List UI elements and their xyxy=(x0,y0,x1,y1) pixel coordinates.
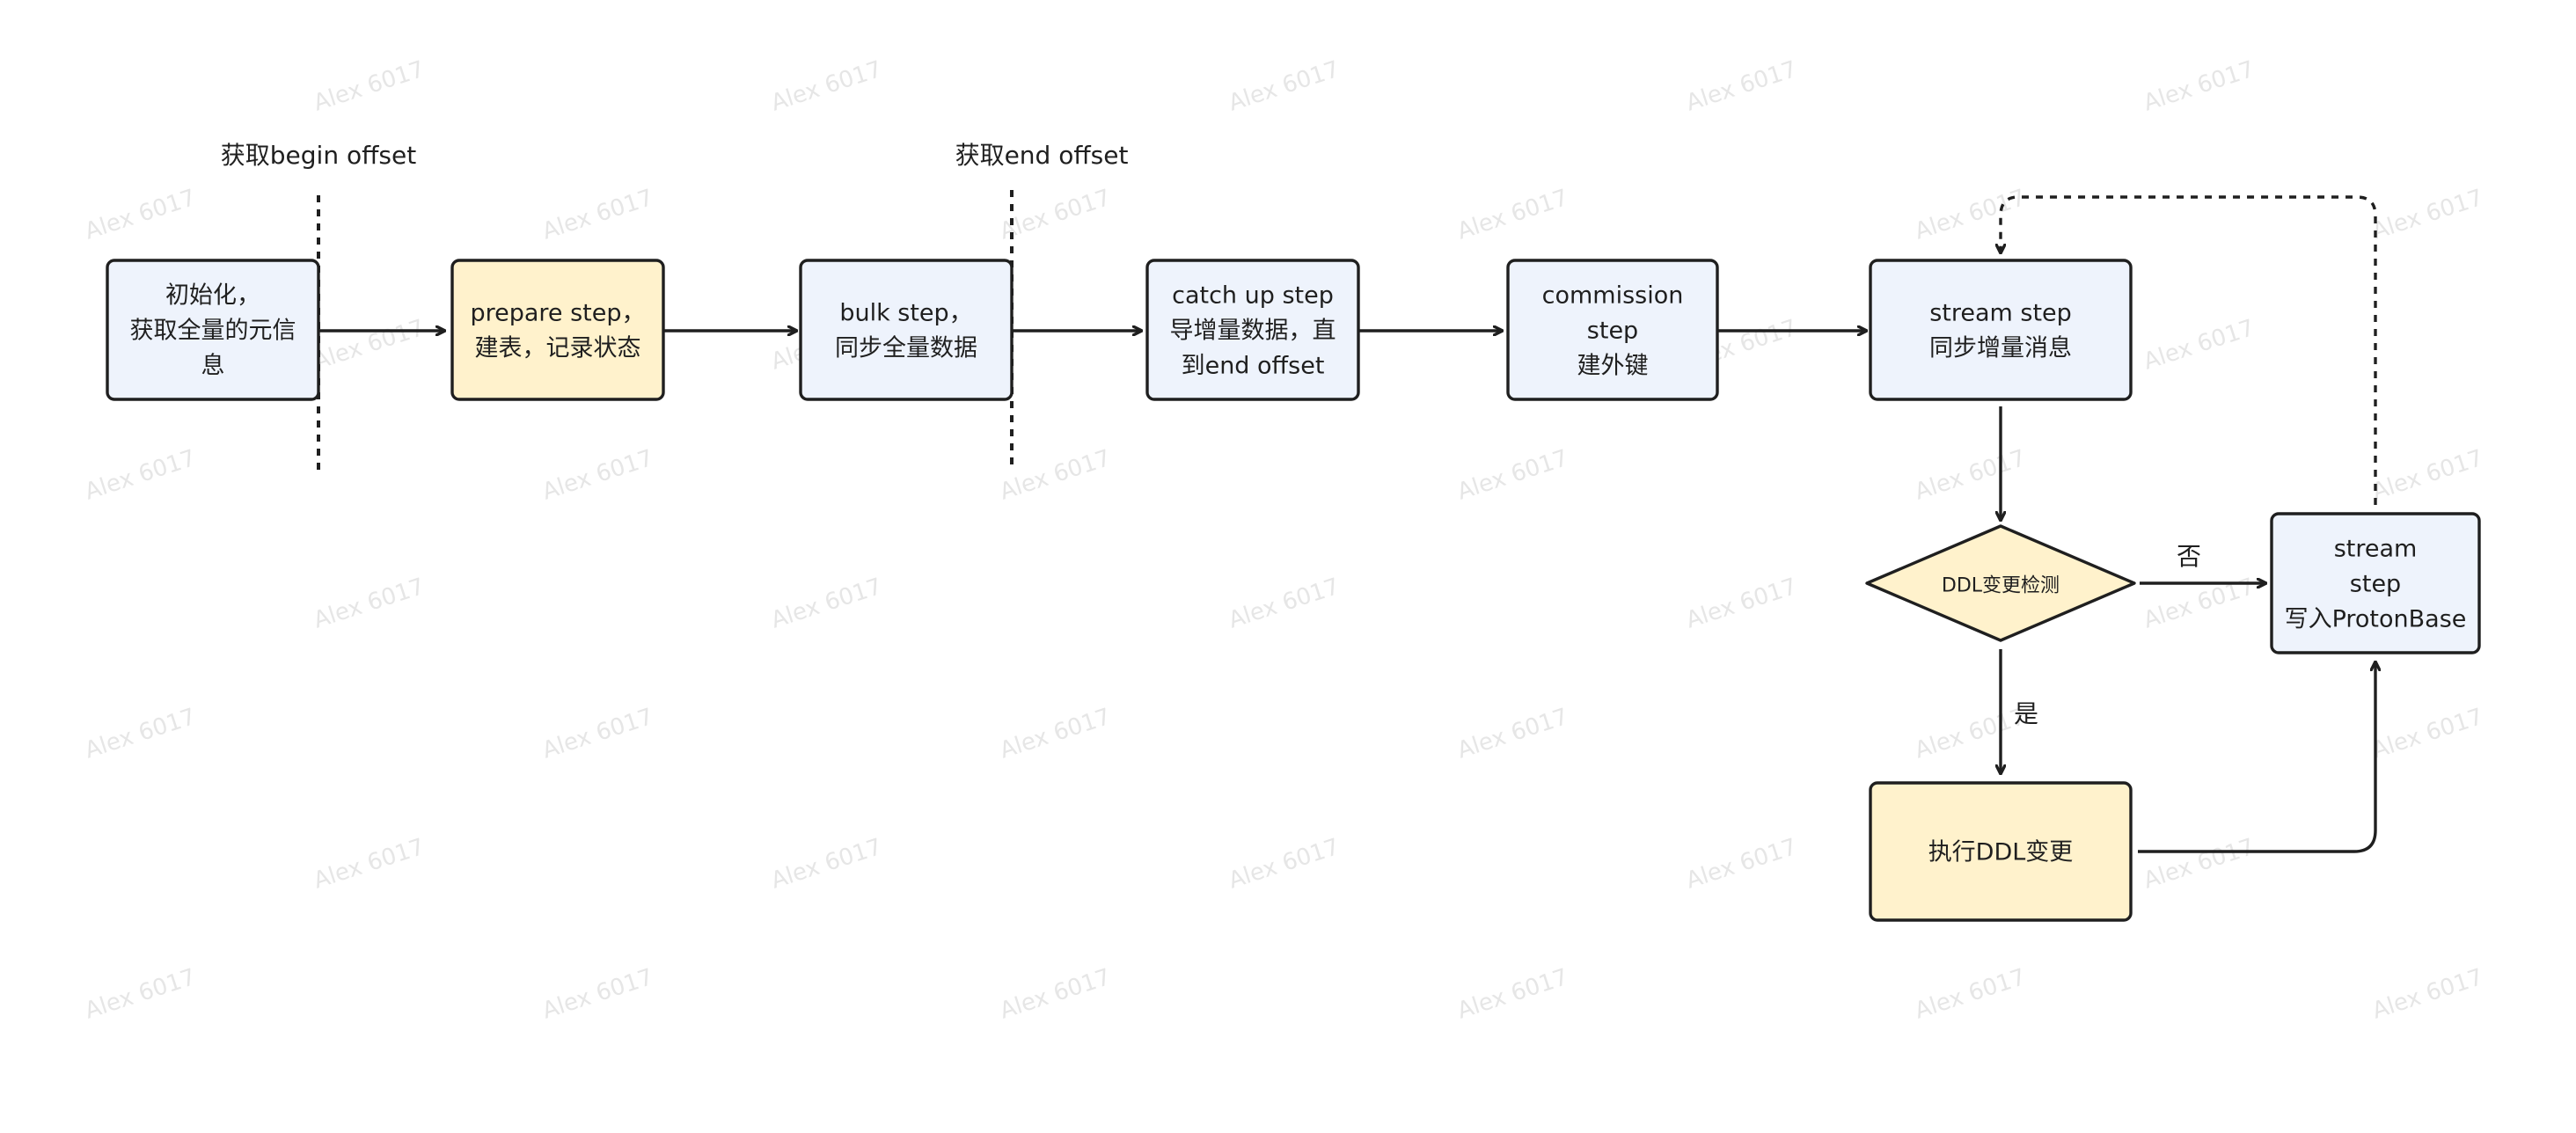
watermark-text: Alex 6017 xyxy=(82,704,199,764)
watermark-text: Alex 6017 xyxy=(539,964,656,1025)
watermark-text: Alex 6017 xyxy=(997,964,1114,1025)
node-text-line: 写入ProtonBase xyxy=(2285,605,2467,632)
end-offset-label: 获取end offset xyxy=(955,141,1129,170)
node-text-line: DDL变更检测 xyxy=(1942,575,2060,597)
edge-label-no: 否 xyxy=(2177,542,2201,571)
watermark-text: Alex 6017 xyxy=(1912,445,2029,506)
node-exec-ddl: 执行DDL变更 xyxy=(1869,781,2133,922)
watermark-text: Alex 6017 xyxy=(1226,56,1343,117)
watermark-text: Alex 6017 xyxy=(1683,574,1800,634)
node-stream: stream step 同步增量消息 xyxy=(1869,259,2133,401)
node-write-text: stream step 写入ProtonBase xyxy=(2285,535,2467,632)
watermark-text: Alex 6017 xyxy=(1683,834,1800,895)
watermark-text: Alex 6017 xyxy=(768,574,885,634)
watermark-text: Alex 6017 xyxy=(768,56,885,117)
watermark-text: Alex 6017 xyxy=(997,185,1114,245)
watermark-text: Alex 6017 xyxy=(1226,834,1343,895)
node-write: stream step 写入ProtonBase xyxy=(2270,512,2481,654)
edge-label-yes: 是 xyxy=(2014,699,2038,728)
node-commission-text: commission step 建外键 xyxy=(1542,281,1684,379)
watermark-text: Alex 6017 xyxy=(311,56,428,117)
watermark-text: Alex 6017 xyxy=(997,704,1114,764)
edge-write-stream-loop xyxy=(2001,195,2377,505)
node-prepare-text: prepare step， 建表，记录状态 xyxy=(470,299,645,362)
node-text-line: 息 xyxy=(201,352,225,379)
watermark-text: Alex 6017 xyxy=(2369,964,2486,1025)
watermark-text: Alex 6017 xyxy=(539,704,656,764)
node-text-line: 同步增量消息 xyxy=(1929,334,2072,362)
watermark-text: Alex 6017 xyxy=(82,185,199,245)
watermark-text: Alex 6017 xyxy=(539,185,656,245)
node-prepare: prepare step， 建表，记录状态 xyxy=(450,259,665,401)
watermark-text: Alex 6017 xyxy=(1912,964,2029,1025)
node-commission: commission step 建外键 xyxy=(1506,259,1719,401)
watermark-text: Alex 6017 xyxy=(1454,185,1571,245)
node-stream-text: stream step 同步增量消息 xyxy=(1929,299,2072,362)
watermark-text: Alex 6017 xyxy=(311,574,428,634)
watermark-text: Alex 6017 xyxy=(768,834,885,895)
node-text-line: stream xyxy=(2334,535,2418,562)
watermark-text: Alex 6017 xyxy=(2141,56,2258,117)
node-text-line: prepare step， xyxy=(470,299,645,326)
node-bulk-text: bulk step， 同步全量数据 xyxy=(835,299,977,362)
node-text-line: 到end offset xyxy=(1182,352,1325,379)
watermark-text: Alex 6017 xyxy=(1454,704,1571,764)
watermark-text: Alex 6017 xyxy=(1454,445,1571,506)
watermark-text: Alex 6017 xyxy=(2141,834,2258,895)
node-text-line: 同步全量数据 xyxy=(835,334,977,362)
edges xyxy=(318,195,2377,853)
node-exec-ddl-text: 执行DDL变更 xyxy=(1928,838,2074,866)
node-catchup: catch up step 导增量数据，直到end offset xyxy=(1145,259,1360,401)
node-text-line: 执行DDL变更 xyxy=(1928,838,2074,866)
watermark-text: Alex 6017 xyxy=(1226,574,1343,634)
watermark-text: Alex 6017 xyxy=(539,445,656,506)
node-text-line: commission xyxy=(1542,281,1684,309)
node-text-line: step xyxy=(1587,317,1638,344)
watermark-text: Alex 6017 xyxy=(2369,445,2486,506)
watermark-text: Alex 6017 xyxy=(2141,315,2258,376)
watermark-text: Alex 6017 xyxy=(82,964,199,1025)
node-text-line: bulk step， xyxy=(839,299,972,326)
edge-execddl-write xyxy=(2138,662,2375,853)
watermark-text: Alex 6017 xyxy=(1454,964,1571,1025)
begin-offset-label: 获取begin offset xyxy=(221,141,416,170)
node-text-line: 初始化， xyxy=(165,281,260,309)
node-text-line: 导增量数据，直 xyxy=(1170,317,1336,344)
watermark-text: Alex 6017 xyxy=(1912,185,2029,245)
node-text-line: 获取全量的元信 xyxy=(130,317,296,344)
watermark-text: Alex 6017 xyxy=(311,834,428,895)
node-text-line: 建表，记录状态 xyxy=(475,334,641,362)
node-bulk: bulk step， 同步全量数据 xyxy=(799,259,1014,401)
watermark-text: Alex 6017 xyxy=(997,445,1114,506)
watermark-text: Alex 6017 xyxy=(1912,704,2029,764)
watermark-text: Alex 6017 xyxy=(311,315,428,376)
node-init-text: 初始化， 获取全量的元信息 xyxy=(130,281,296,379)
watermark-text: Alex 6017 xyxy=(82,445,199,506)
node-text-line: stream step xyxy=(1929,299,2072,326)
node-ddl-check: DDL变更检测 xyxy=(1865,524,2136,642)
node-ddl-check-text: DDL变更检测 xyxy=(1942,575,2060,597)
node-text-line: 建外键 xyxy=(1577,352,1649,379)
node-text-line: catch up step xyxy=(1172,281,1334,309)
node-text-line: step xyxy=(2350,570,2401,597)
watermark-text: Alex 6017 xyxy=(1683,56,1800,117)
watermark-text: Alex 6017 xyxy=(2369,185,2486,245)
node-init: 初始化， 获取全量的元信息 xyxy=(106,259,320,401)
watermark-text: Alex 6017 xyxy=(2369,704,2486,764)
node-catchup-text: catch up step 导增量数据，直到end offset xyxy=(1170,281,1336,379)
